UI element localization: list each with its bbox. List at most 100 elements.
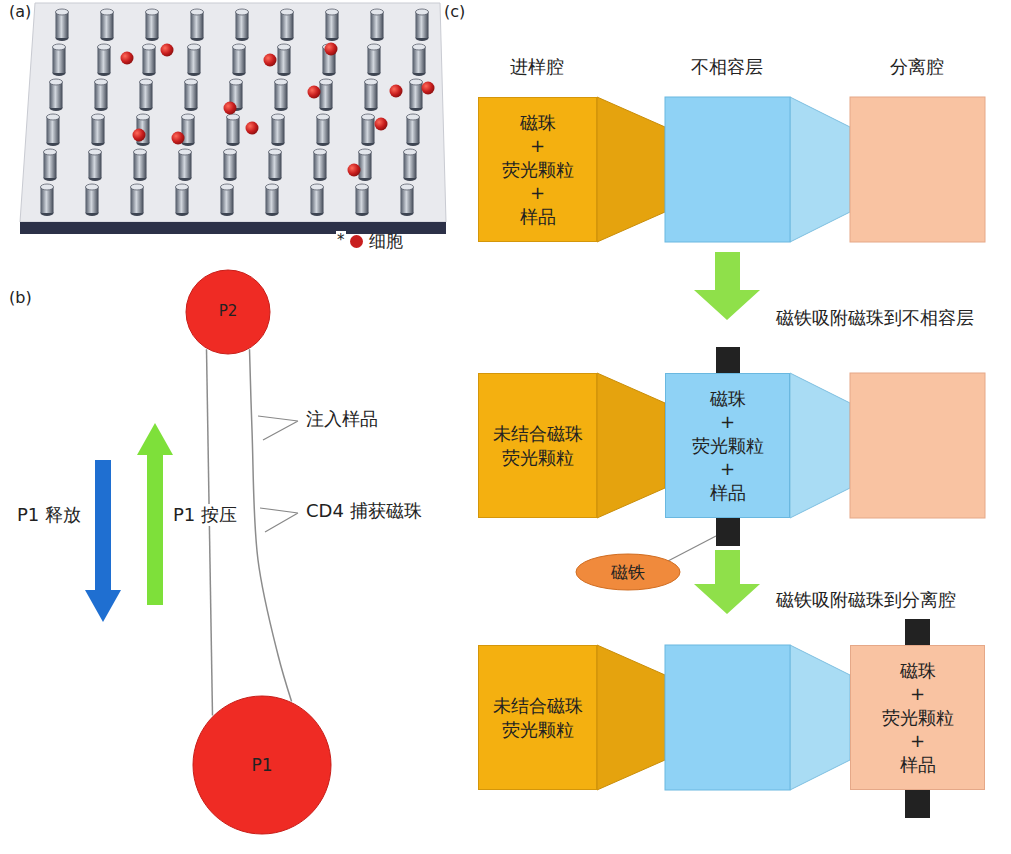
cell-group <box>121 43 435 177</box>
pillar-body <box>278 47 291 73</box>
pillar-body <box>275 82 288 108</box>
pillar-body <box>53 47 66 73</box>
pillar <box>188 44 201 76</box>
panel-letter: (c) <box>443 2 466 21</box>
pillar <box>134 149 147 181</box>
pillar-top <box>269 149 282 155</box>
pillar <box>359 149 372 181</box>
pillar-top <box>320 79 333 85</box>
pillar-top <box>410 79 423 85</box>
cell-dot <box>390 85 403 98</box>
pillar-body <box>362 117 375 143</box>
pillar-body <box>41 187 54 213</box>
pillar-top <box>317 114 330 120</box>
pillar <box>56 9 69 41</box>
pillar <box>92 114 105 146</box>
pillar-body <box>140 82 153 108</box>
inlet-chamber: 磁珠 + 荧光颗粒 + 样品 <box>478 97 597 242</box>
pillar-top <box>185 79 198 85</box>
pillar-top <box>47 114 60 120</box>
release-arrow <box>85 460 121 622</box>
pillar-body <box>188 47 201 73</box>
pillar-top <box>413 44 426 50</box>
funnel <box>597 97 665 242</box>
magnet-bar <box>716 347 740 373</box>
pillar <box>362 114 375 146</box>
panel-letter: (b) <box>8 288 33 307</box>
pillar-body <box>101 12 114 38</box>
pillar <box>41 184 54 216</box>
pillar-body <box>269 152 282 178</box>
pillar-top <box>182 114 195 120</box>
pillar-top <box>101 9 114 15</box>
pillar-top <box>146 9 159 15</box>
cell-dot <box>133 129 146 142</box>
funnel <box>790 97 850 242</box>
magnet-ellipse: 磁铁 <box>575 553 681 591</box>
node-shape <box>193 696 331 834</box>
pillar-body <box>143 47 156 73</box>
pillar <box>404 149 417 181</box>
pillar-top <box>50 79 63 85</box>
pillar <box>317 114 330 146</box>
pillar <box>89 149 102 181</box>
pillar-top <box>191 9 204 15</box>
pillar-body <box>407 117 420 143</box>
node-text: P1 <box>251 754 272 776</box>
chip-plate <box>20 3 446 222</box>
pillar-top <box>401 184 414 190</box>
pillar <box>401 184 414 216</box>
pillar-array <box>41 9 429 216</box>
pillar-body <box>131 187 144 213</box>
pillar-body <box>95 82 108 108</box>
column-heading: 进样腔 <box>509 56 565 78</box>
pillar-top <box>89 149 102 155</box>
pillar <box>176 184 189 216</box>
pillar-body <box>365 82 378 108</box>
cell-dot <box>325 43 338 56</box>
node-text: 磁珠 + 荧光颗粒 + 样品 <box>882 659 954 776</box>
pillar-top <box>236 9 249 15</box>
pillar-top <box>311 184 324 190</box>
pillar-body <box>311 187 324 213</box>
pillar-body <box>401 187 414 213</box>
inlet-chamber: 未结合磁珠 荧光颗粒 <box>478 373 597 518</box>
pillar-body <box>314 152 327 178</box>
pillar-body <box>185 82 198 108</box>
legend-swatch <box>350 235 363 248</box>
pillar-top <box>371 9 384 15</box>
pillar <box>146 9 159 41</box>
pillar-top <box>326 9 339 15</box>
pillar <box>326 9 339 41</box>
pillar-body <box>272 117 285 143</box>
arrow-label: P1 释放 <box>16 504 82 526</box>
pillar <box>131 184 144 216</box>
pillar <box>98 44 111 76</box>
pillar <box>233 44 246 76</box>
pillar-body <box>356 187 369 213</box>
separation-chamber <box>850 97 985 242</box>
immiscible-chamber <box>665 645 790 790</box>
step-arrow <box>694 550 760 614</box>
pillar <box>371 9 384 41</box>
pillar-top <box>266 184 279 190</box>
pillar <box>50 79 63 111</box>
pillar-body <box>227 117 240 143</box>
pillar-body <box>413 47 426 73</box>
pillar-body <box>326 12 339 38</box>
pillar <box>44 149 57 181</box>
pillar-top <box>131 184 144 190</box>
pillar-body <box>317 117 330 143</box>
pillar-top <box>224 149 237 155</box>
pillar-top <box>143 44 156 50</box>
step-label: 磁铁吸附磁珠到分离腔 <box>775 589 957 611</box>
pillar <box>179 149 192 181</box>
cell-dot <box>264 54 277 67</box>
cell-dot <box>375 118 388 131</box>
arrow-label: P1 按压 <box>172 504 238 526</box>
pillar-top <box>362 114 375 120</box>
pillar-top <box>230 79 243 85</box>
legend-entry: 细胞 <box>350 230 403 253</box>
pillar <box>269 149 282 181</box>
pillar <box>407 114 420 146</box>
